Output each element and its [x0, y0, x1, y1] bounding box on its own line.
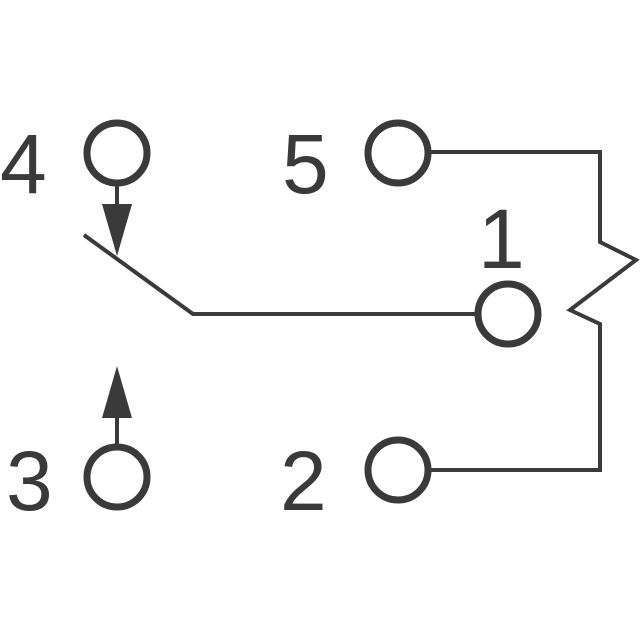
- pin-label-4: 4: [0, 117, 47, 211]
- no-contact-arrow-icon: [102, 366, 132, 418]
- terminal-1: [474, 280, 542, 348]
- pin-label-3: 3: [6, 434, 53, 528]
- terminal-5: [364, 119, 432, 187]
- terminal-4: [83, 119, 151, 187]
- coil-wire: [430, 150, 640, 472]
- pin-label-5: 5: [282, 117, 329, 211]
- switch-blade: [82, 233, 476, 316]
- terminal-3: [83, 443, 151, 511]
- pin-label-2: 2: [280, 434, 327, 528]
- pin-label-1: 1: [478, 192, 525, 286]
- terminal-2: [364, 436, 432, 504]
- nc-contact-arrow-icon: [102, 204, 132, 256]
